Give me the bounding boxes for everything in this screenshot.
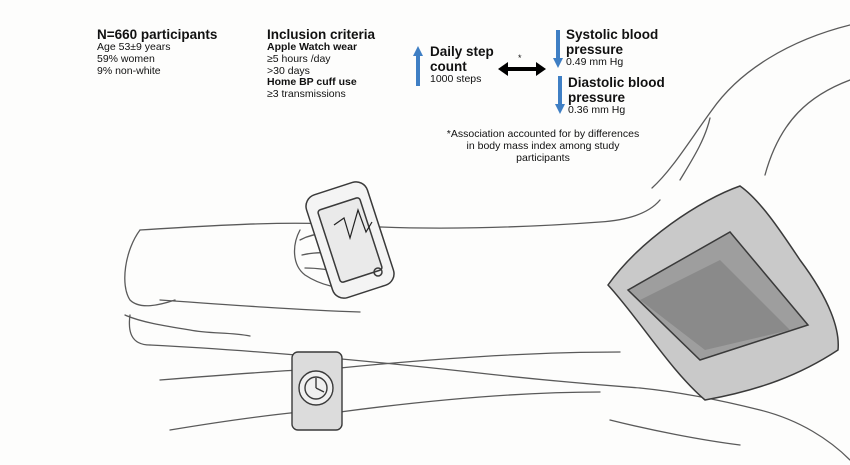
- steps-title: Daily step count: [430, 44, 494, 75]
- systolic-value: 0.49 mm Hg: [566, 56, 624, 69]
- blood-pressure-cuff-icon: [607, 185, 839, 401]
- participants-title: N=660 participants: [97, 27, 218, 42]
- participants-nonwhite: 9% non-white: [97, 64, 161, 77]
- decrease-arrow-icon: [553, 30, 563, 68]
- watch-heading: Apple Watch wear: [267, 41, 358, 54]
- inclusion-title: Inclusion criteria: [267, 27, 376, 42]
- systolic-bp: Systolic blood pressure 0.49 mm Hg: [566, 27, 696, 69]
- watch-hours: ≥5 hours /day: [267, 52, 331, 65]
- inclusion-criteria: Inclusion criteria Apple Watch wear ≥5 h…: [267, 27, 427, 101]
- watch-days: >30 days: [267, 64, 310, 77]
- increase-arrow-icon: [413, 46, 423, 86]
- steps-unit: 1000 steps: [430, 73, 482, 86]
- smartphone-icon: [305, 181, 395, 299]
- hand-outline: [124, 229, 176, 307]
- daily-steps: Daily step count 1000 steps: [430, 44, 520, 86]
- systolic-title: Systolic blood pressure: [566, 27, 659, 58]
- cuff-heading: Home BP cuff use: [267, 76, 357, 89]
- diastolic-bp: Diastolic blood pressure 0.36 mm Hg: [568, 75, 698, 117]
- diastolic-value: 0.36 mm Hg: [568, 104, 626, 117]
- forearm-outline: [139, 199, 661, 231]
- cuff-transmissions: ≥3 transmissions: [267, 88, 346, 101]
- association-marker: *: [518, 53, 522, 63]
- participants-info: N=660 participants Age 53±9 years 59% wo…: [97, 27, 247, 77]
- upper-arm-outline: [651, 24, 850, 189]
- participants-age: Age 53±9 years: [97, 41, 171, 54]
- double-arrow-icon: [498, 62, 546, 76]
- decrease-arrow-icon: [555, 76, 565, 114]
- bmi-footnote: *Association accounted for by difference…: [446, 128, 640, 164]
- diastolic-title: Diastolic blood pressure: [568, 75, 665, 106]
- smartwatch-icon: [291, 351, 343, 431]
- participants-women: 59% women: [97, 52, 155, 65]
